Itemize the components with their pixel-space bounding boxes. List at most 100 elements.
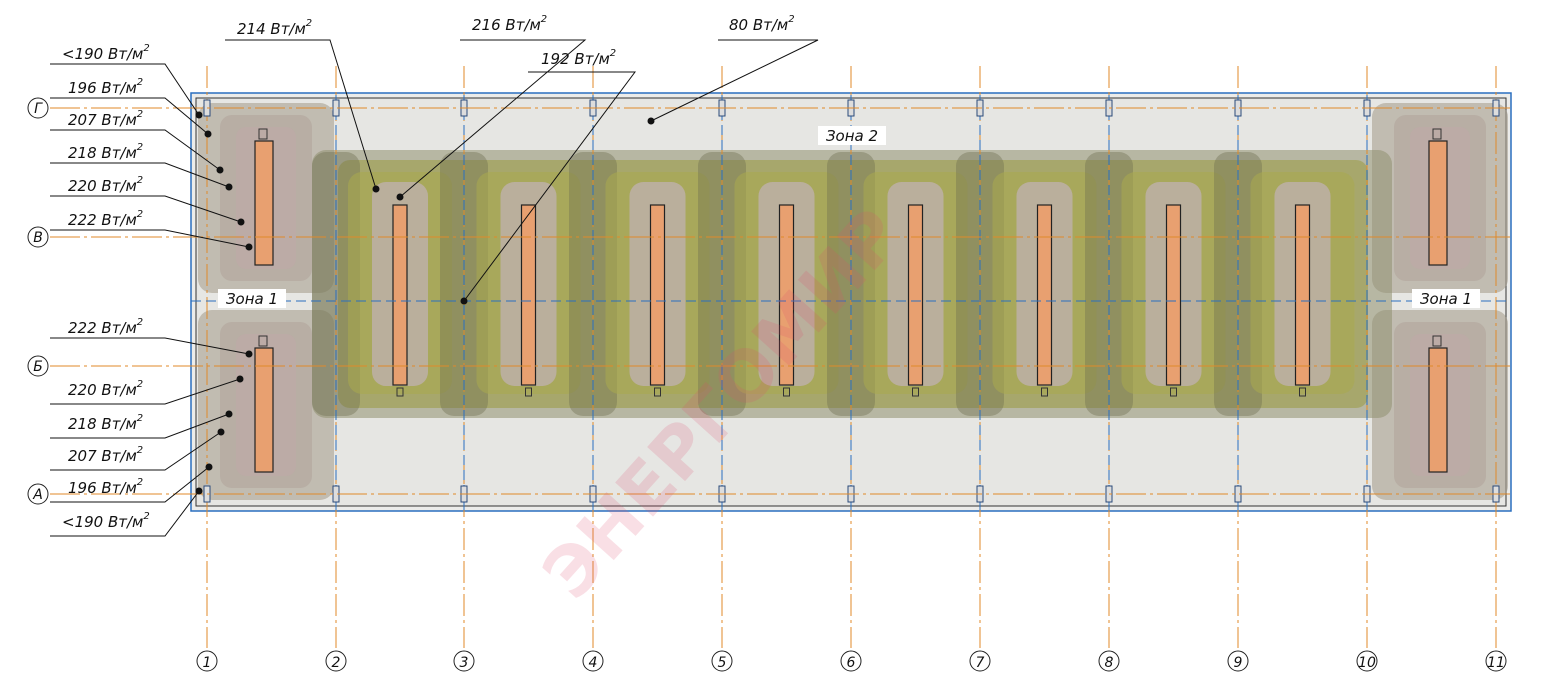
leader-line <box>50 195 242 223</box>
heater-connector <box>396 387 404 397</box>
heat-flux-value: 207 Вт/м2 <box>68 445 143 465</box>
heat-flux-value: 218 Вт/м2 <box>68 413 143 433</box>
leader-line <box>50 466 210 503</box>
heat-flux-callout: 196 Вт/м2 <box>50 463 213 503</box>
heater <box>254 140 274 266</box>
heater <box>907 204 924 386</box>
heat-flux-value: <190 Вт/м2 <box>62 511 150 531</box>
leader-dot <box>396 193 404 201</box>
leader-dot <box>245 243 253 251</box>
row-label: Г <box>34 101 43 117</box>
heater-connector <box>1299 387 1306 397</box>
unit-exponent: 2 <box>137 77 143 88</box>
heat-flux-callout: 214 Вт/м2 <box>225 18 380 193</box>
column-label: 6 <box>847 655 856 671</box>
column-label: 4 <box>589 655 598 671</box>
column-label: 5 <box>718 655 727 671</box>
heat-flux-value: 216 Вт/м2 <box>472 14 547 34</box>
heat-flux-value: 192 Вт/м2 <box>541 48 616 68</box>
column-bubble <box>1227 650 1249 672</box>
leader-dot <box>225 183 233 191</box>
unit-exponent: 2 <box>610 48 616 59</box>
heater-connector <box>1432 335 1442 347</box>
leader-line <box>50 229 250 248</box>
leader-line <box>50 63 200 116</box>
heat-flux-callout: <190 Вт/м2 <box>50 487 203 537</box>
unit-exponent: 2 <box>143 43 149 54</box>
leader-dot <box>205 463 213 471</box>
unit-exponent: 2 <box>137 109 143 120</box>
column-bubble <box>453 650 475 672</box>
heat-flux-callout: 222 Вт/м2 <box>50 317 253 358</box>
row-bubble <box>27 226 49 248</box>
leader-dot <box>225 410 233 418</box>
heat-flux-callout: 196 Вт/м2 <box>50 77 212 138</box>
leader-line <box>399 39 587 198</box>
leader-dot <box>647 117 655 125</box>
column-label: 9 <box>1234 655 1243 671</box>
leader-line <box>50 431 222 471</box>
heater-connector <box>258 335 268 347</box>
unit-exponent: 2 <box>137 175 143 186</box>
leader-dot <box>195 111 203 119</box>
row-label: В <box>33 230 43 246</box>
heat-flux-callout: 192 Вт/м2 <box>460 48 636 305</box>
leader-line <box>50 129 221 171</box>
heater-connector <box>654 387 661 397</box>
heat-flux-callout: 80 Вт/м2 <box>647 14 819 125</box>
column-bubble <box>582 650 604 672</box>
heat-flux-callout: 218 Вт/м2 <box>50 142 233 191</box>
leader-line <box>225 39 377 190</box>
heater <box>1294 204 1311 386</box>
column-bubble <box>1356 650 1378 672</box>
leader-dot <box>245 350 253 358</box>
heat-flux-value: 220 Вт/м2 <box>68 379 143 399</box>
unit-exponent: 2 <box>137 379 143 390</box>
heater-connector <box>912 387 919 397</box>
row-bubble <box>27 97 49 119</box>
heat-flux-value: 80 Вт/м2 <box>729 14 795 34</box>
heat-flux-value: 222 Вт/м2 <box>68 317 143 337</box>
leader-dot <box>217 428 225 436</box>
heat-flux-value: 222 Вт/м2 <box>68 209 143 229</box>
leader-line <box>50 162 230 188</box>
heat-flux-value: 220 Вт/м2 <box>68 175 143 195</box>
heat-flux-value: 218 Вт/м2 <box>68 142 143 162</box>
heater <box>254 347 274 473</box>
column-label: 7 <box>976 655 985 671</box>
leader-dot <box>237 218 245 226</box>
heat-flux-callout: 207 Вт/м2 <box>50 428 225 471</box>
heat-flux-callout: 218 Вт/м2 <box>50 410 233 439</box>
heat-flux-callout: <190 Вт/м2 <box>50 43 203 119</box>
column-bubble <box>196 650 218 672</box>
column-bubble <box>1098 650 1120 672</box>
unit-exponent: 2 <box>137 142 143 153</box>
leader-dot <box>195 487 203 495</box>
zone-label-bg <box>218 289 286 308</box>
column-label: 3 <box>460 655 469 671</box>
unit-exponent: 2 <box>788 14 794 25</box>
column-label: 10 <box>1358 655 1376 671</box>
heater <box>1165 204 1182 386</box>
leader-line <box>50 490 200 537</box>
heater <box>392 204 408 386</box>
leader-line <box>650 39 819 122</box>
column-bubble <box>325 650 347 672</box>
column-label: 1 <box>203 655 212 671</box>
column-bubble <box>969 650 991 672</box>
leader-dot <box>204 130 212 138</box>
heat-flux-value: 196 Вт/м2 <box>68 477 143 497</box>
unit-exponent: 2 <box>137 317 143 328</box>
heater <box>1428 140 1448 266</box>
column-label: 8 <box>1105 655 1114 671</box>
row-label: Б <box>33 359 43 375</box>
unit-exponent: 2 <box>137 209 143 220</box>
leader-dot <box>460 297 468 305</box>
heater-connector <box>525 387 532 397</box>
unit-exponent: 2 <box>137 445 143 456</box>
heat-flux-callout: 220 Вт/м2 <box>50 375 244 405</box>
unit-exponent: 2 <box>306 18 312 29</box>
heat-flux-value: 196 Вт/м2 <box>68 77 143 97</box>
zone-label: Зона 2 <box>826 127 878 145</box>
